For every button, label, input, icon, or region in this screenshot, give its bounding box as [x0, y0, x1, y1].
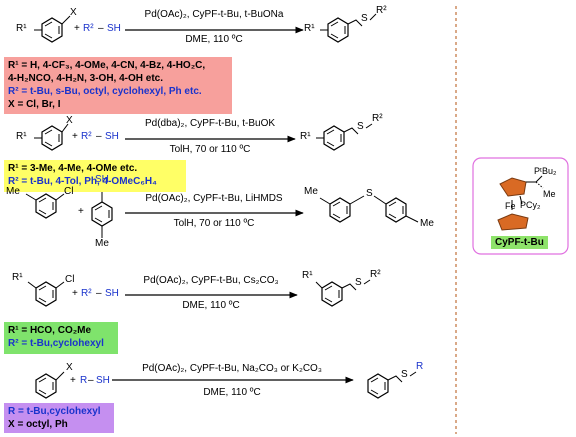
scope-line: R¹ = H, 4-CF₃, 4-OMe, 4-CN, 4-Bz, 4-HO₂C… [8, 60, 206, 71]
plus-4: + [72, 288, 78, 299]
conditions-top-5: Pd(OAc)₂, CyPF-t-Bu, Na₂CO₃ or K₂CO₃ [142, 363, 322, 374]
product-sulfur-2: S [357, 121, 364, 132]
plus-5: + [70, 375, 76, 386]
thiol-sh-4: SH [105, 288, 119, 299]
plus-2: + [72, 131, 78, 142]
scope-line: R² = t-Bu, 4-Tol, Ph, 4-OMeC₆H₄ [8, 176, 157, 187]
thiocresol-ring [91, 186, 113, 238]
thiol-r-1: R² [83, 23, 94, 34]
ferrocene-structure [497, 175, 544, 231]
product-ring-1 [320, 13, 377, 43]
product-methyl-right: Me [420, 218, 434, 229]
scope-line: R = t-Bu,cyclohexyl [8, 406, 101, 417]
substrate-scope-box-4: R¹ = HCO, CO₂Me R² = t-Bu,cyclohexyl [4, 322, 118, 354]
aryl-substituent-2: R¹ [16, 131, 27, 142]
conditions-top-2: Pd(dba)₂, CyPF-t-Bu, t-BuOK [144, 118, 276, 129]
aryl-ring-5 [35, 371, 65, 399]
thiol-r-5: R [80, 375, 88, 386]
substrate-scope-box-1: R¹ = H, 4-CF₃, 4-OMe, 4-CN, 4-Bz, 4-HO₂C… [4, 57, 232, 114]
conditions-top-1: Pd(OAc)₂, CyPF-t-Bu, t-BuONa [144, 9, 284, 20]
conditions-top-3: Pd(OAc)₂, CyPF-t-Bu, LiHMDS [145, 193, 283, 204]
plus-1: + [74, 23, 80, 34]
aryl-halide-ring-2 [34, 123, 69, 151]
aryl-chloride-ring-4 [27, 281, 65, 307]
conditions-bottom-1: DME, 110 ºC [185, 34, 243, 45]
product-substituent-1: R¹ [304, 23, 315, 34]
scope-line: X = octyl, Ph [8, 419, 68, 430]
product-ring-2 [316, 123, 373, 151]
substrate-scope-box-5: R = t-Bu,cyclohexyl X = octyl, Ph [4, 403, 114, 433]
leaving-group-1: X [70, 7, 77, 18]
ligand-iron: Fe [505, 201, 516, 211]
scope-line: 4-H₂NCO, 4-H₂N, 3-OH, 4-OH etc. [8, 73, 164, 84]
product-r-1: R² [376, 5, 387, 16]
thiol-r-2: R² [81, 131, 92, 142]
conditions-bottom-3: TolH, 70 or 110 ºC [173, 218, 255, 229]
conditions-bottom-2: TolH, 70 or 110 ºC [169, 144, 251, 155]
scope-line: X = Cl, Br, I [8, 99, 61, 110]
ligand-name-badge: CyPF-t-Bu [491, 236, 548, 249]
leaving-group-5: X [66, 362, 73, 373]
ligand-methyl: Me [543, 189, 556, 199]
leaving-group-2: X [66, 115, 73, 126]
thiol-sh-5: SH [96, 375, 110, 386]
plus-3: + [78, 206, 84, 217]
chloro-3: Cl [64, 186, 74, 197]
product-ring-4 [315, 279, 371, 307]
product-sulfur-3: S [366, 188, 373, 199]
product-ring-5 [367, 371, 417, 399]
conditions-bottom-5: DME, 110 ºC [203, 387, 261, 398]
conditions-bottom-4: DME, 110 ºC [182, 300, 240, 311]
aryl-halide-ring-1 [34, 15, 71, 43]
chloro-4: Cl [65, 274, 75, 285]
diaryl-sulfide-product [319, 195, 419, 223]
conditions-top-4: Pd(OAc)₂, CyPF-t-Bu, Cs₂CO₃ [143, 275, 279, 286]
ligand-ptbu2: PᵗBu₂ [534, 166, 557, 176]
scope-line: R² = t-Bu,cyclohexyl [8, 338, 104, 349]
thiol-r-4: R² [81, 288, 92, 299]
ligand-frame [472, 157, 569, 255]
product-sulfur-5: S [401, 369, 408, 380]
product-substituent-4: R¹ [302, 270, 313, 281]
product-r-2: R² [372, 113, 383, 124]
chlorotoluene-ring [25, 193, 65, 219]
product-sulfur-4: S [355, 277, 362, 288]
thiol-sh-1: SH [107, 23, 121, 34]
product-substituent-2: R¹ [300, 131, 311, 142]
thiol-sh-2: SH [105, 131, 119, 142]
product-methyl-left: Me [304, 186, 318, 197]
thiocresol-methyl: Me [95, 238, 109, 249]
product-r-4: R² [370, 269, 381, 280]
product-sulfur-1: S [361, 13, 368, 24]
scope-line: R¹ = HCO, CO₂Me [8, 325, 92, 336]
product-r-5: R [416, 361, 424, 372]
substrate-scope-box-2: R¹ = 3-Me, 4-Me, 4-OMe etc. R² = t-Bu, 4… [4, 160, 186, 192]
aryl-substituent-4: R¹ [12, 272, 23, 283]
toluene-methyl: Me [6, 186, 20, 197]
ligand-pcy2: PCy₂ [520, 200, 541, 210]
aryl-substituent-1: R¹ [16, 23, 27, 34]
thiocresol-sh: SH [95, 174, 109, 185]
scope-line: R² = t-Bu, s-Bu, octyl, cyclohexyl, Ph e… [8, 86, 202, 97]
scope-line: R¹ = 3-Me, 4-Me, 4-OMe etc. [8, 163, 138, 174]
